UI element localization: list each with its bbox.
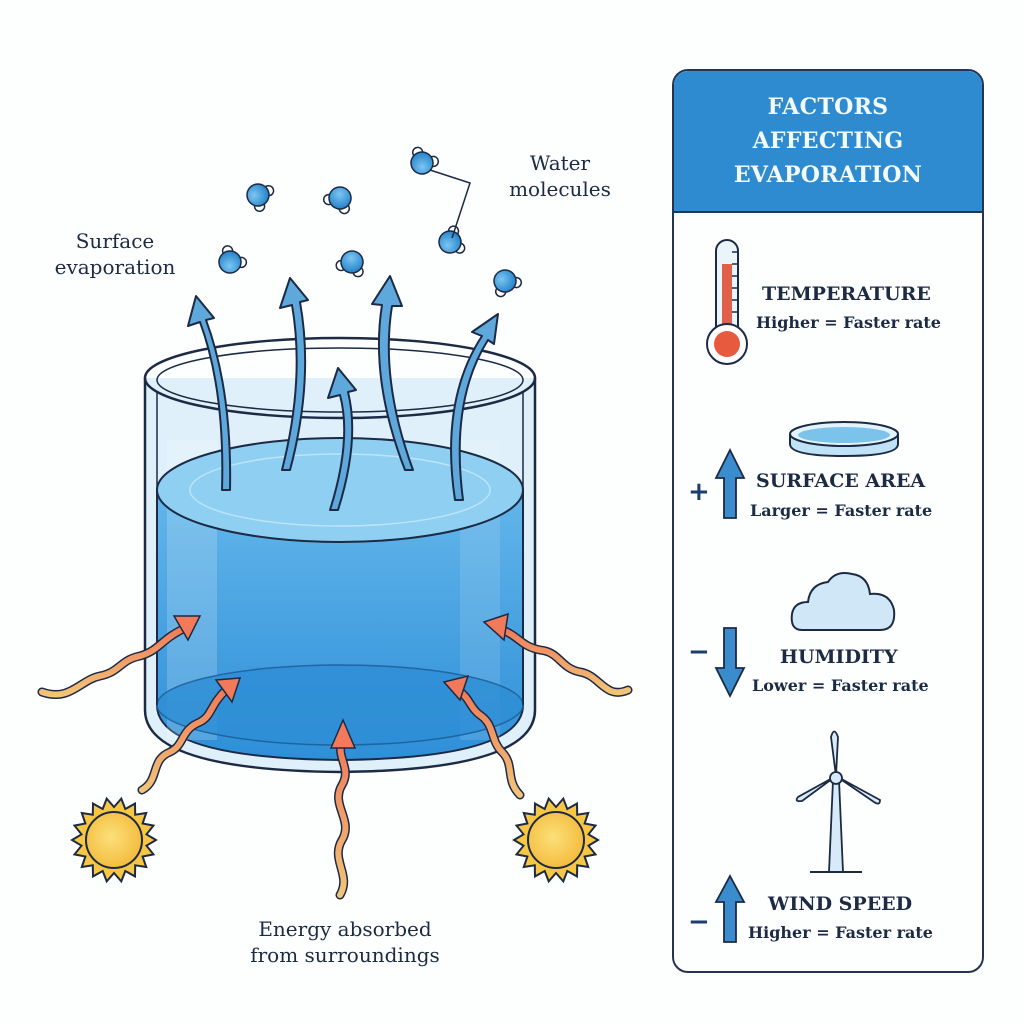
surface-evaporation-label: Surface evaporation — [40, 228, 190, 280]
evaporation-arrow — [450, 313, 499, 501]
heat-arrow — [442, 674, 525, 800]
suns — [70, 796, 600, 884]
arrow-up-icon — [714, 447, 746, 519]
beaker — [143, 336, 537, 774]
evaporation-arrow — [187, 295, 232, 491]
factor-title-humidity: HUMIDITY — [780, 646, 898, 668]
water-molecule — [493, 269, 523, 298]
water-molecules-label: Water molecules — [495, 150, 625, 202]
factor-title-temperature: TEMPERATURE — [762, 283, 931, 305]
energy-absorbed-label: Energy absorbed from surroundings — [205, 916, 485, 968]
beaker-rim — [143, 336, 537, 420]
heat-arrow — [482, 612, 633, 697]
plus-sign: + — [688, 477, 710, 507]
minus-sign: − — [688, 907, 710, 937]
factor-relation-surface-area: Larger = Faster rate — [750, 501, 933, 520]
evaporation-arrow — [279, 277, 309, 471]
factor-icons — [706, 239, 899, 943]
shallow-dish-icon — [789, 421, 899, 458]
factor-title-wind-speed: WIND SPEED — [768, 893, 913, 915]
label-line: Energy absorbed — [258, 917, 432, 941]
panel-header: FACTORS AFFECTING EVAPORATION — [674, 71, 982, 213]
label-pointer-line — [429, 169, 471, 239]
panel-title: FACTORS AFFECTING EVAPORATION — [734, 90, 922, 192]
title-line: EVAPORATION — [733, 162, 923, 188]
label-line: Surface — [75, 229, 155, 253]
label-line: Water — [529, 151, 591, 175]
minus-sign: − — [688, 637, 710, 667]
sun-icon — [512, 796, 600, 884]
evaporation-illustration — [37, 146, 633, 900]
label-line: from surroundings — [250, 943, 440, 967]
factors-panel: FACTORS AFFECTING EVAPORATION — [672, 69, 984, 973]
title-line: FACTORS — [767, 94, 889, 120]
arrow-down-icon — [714, 627, 746, 699]
heat-arrows — [37, 612, 633, 900]
label-line: evaporation — [54, 255, 176, 279]
water-molecule — [335, 250, 364, 278]
evaporation-arrow — [327, 367, 357, 511]
heat-arrow — [37, 615, 202, 699]
factor-title-surface-area: SURFACE AREA — [756, 470, 926, 492]
label-line: molecules — [509, 177, 611, 201]
sun-icon — [70, 796, 158, 884]
evaporation-arrow — [371, 275, 414, 471]
thermometer-icon — [706, 239, 748, 365]
water-molecules — [218, 146, 523, 298]
evaporation-arrows — [187, 275, 499, 511]
factor-relation-temperature: Higher = Faster rate — [756, 313, 941, 332]
factor-relation-wind-speed: Higher = Faster rate — [748, 923, 933, 942]
water-molecule — [218, 245, 248, 274]
wind-turbine-icon — [795, 730, 881, 873]
water-molecule — [246, 183, 275, 213]
arrow-up-icon — [714, 874, 746, 943]
water-molecule — [438, 225, 466, 254]
heat-arrow — [329, 718, 357, 900]
title-line: AFFECTING — [752, 128, 904, 154]
factor-relation-humidity: Lower = Faster rate — [752, 676, 929, 695]
heat-arrow — [137, 677, 242, 795]
water-molecule — [322, 186, 352, 215]
water-molecule — [410, 146, 440, 175]
cloud-icon — [790, 572, 896, 631]
